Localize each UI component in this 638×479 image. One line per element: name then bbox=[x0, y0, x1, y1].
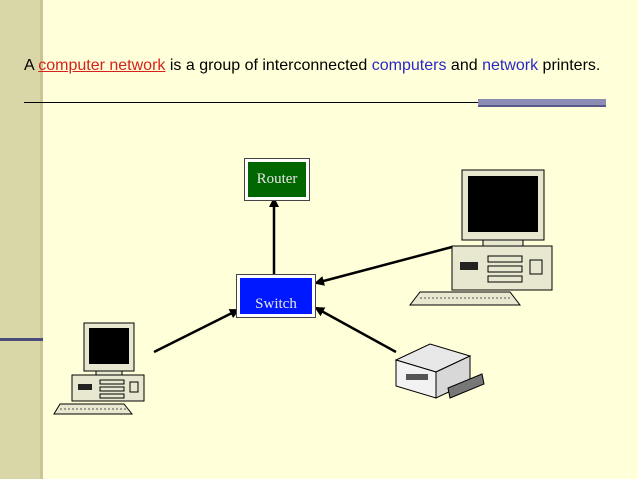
title-rule-bar bbox=[478, 99, 606, 105]
text-a: A bbox=[24, 57, 39, 74]
text-printers: printers. bbox=[538, 57, 601, 74]
title-rule bbox=[24, 102, 478, 103]
switch-node: Switch bbox=[236, 274, 316, 318]
pc-left-to-switch-line bbox=[153, 308, 240, 354]
computers-term: computers bbox=[371, 57, 447, 74]
pc-right-to-switch-line bbox=[314, 245, 453, 286]
text-mid: is a group of interconnected bbox=[165, 57, 372, 74]
network-term: network bbox=[482, 57, 539, 74]
text-and: and bbox=[446, 57, 483, 74]
router-node: Router bbox=[244, 158, 310, 201]
printer-to-switch-line bbox=[314, 306, 397, 354]
computer-right-icon bbox=[408, 169, 553, 306]
computer-network-link[interactable]: computer network bbox=[38, 57, 166, 74]
sidebar-edge bbox=[40, 0, 43, 479]
slide-text: A computer network is a group of interco… bbox=[24, 54, 634, 77]
slide-sidebar bbox=[0, 0, 40, 479]
sidebar-divider bbox=[0, 338, 43, 341]
computer-left-icon bbox=[53, 322, 145, 415]
printer-icon bbox=[394, 343, 485, 399]
